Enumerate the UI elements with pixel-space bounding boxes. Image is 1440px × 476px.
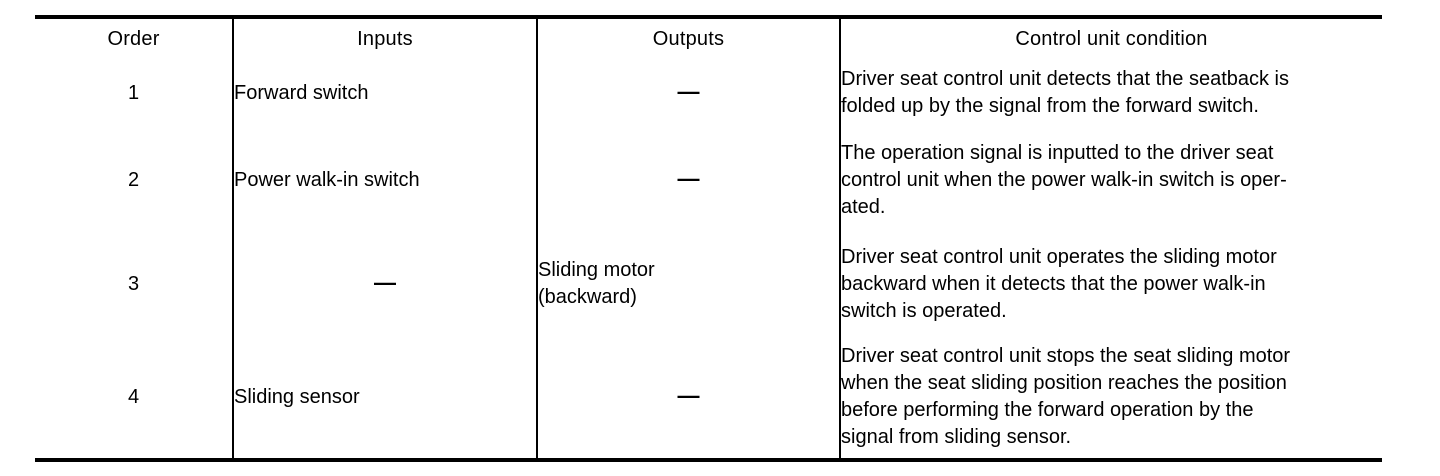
cell-condition-1: Driver seat control unit detects that th… [839, 58, 1382, 128]
cell-inputs-3: — [232, 232, 537, 336]
column-header-condition: Control unit condition [839, 17, 1382, 58]
condition-line: folded up by the signal from the forward… [841, 95, 1259, 117]
cell-order-4: 4 [35, 336, 233, 460]
table-row: 1 Forward switch — Driver seat control u… [35, 58, 1382, 128]
cell-outputs-3: Sliding motor (backward) [536, 232, 840, 336]
table-row: 4 Sliding sensor — Driver seat control u… [35, 336, 1382, 460]
condition-line: Driver seat control unit detects that th… [841, 68, 1289, 90]
output-line: (backward) [538, 286, 637, 308]
condition-line: Driver seat control unit stops the seat … [841, 345, 1291, 367]
column-header-inputs: Inputs [232, 17, 537, 58]
condition-line: ated. [841, 195, 886, 218]
condition-line: control unit when the power walk-in swit… [841, 168, 1287, 191]
cell-outputs-2: — [536, 128, 840, 232]
cell-inputs-4: Sliding sensor [232, 336, 537, 460]
condition-line: The operation signal is inputted to the … [841, 141, 1274, 164]
column-header-outputs: Outputs [536, 17, 840, 58]
table-header-row: Order Inputs Outputs Control unit condit… [35, 17, 1382, 58]
table-body: 1 Forward switch — Driver seat control u… [35, 58, 1382, 460]
condition-line: backward when it detects that the power … [841, 272, 1266, 295]
condition-line: when the seat sliding position reaches t… [841, 372, 1287, 394]
table-row: 3 — Sliding motor (backward) Driver seat… [35, 232, 1382, 336]
cell-inputs-1: Forward switch [232, 58, 537, 128]
cell-order-3: 3 [35, 232, 233, 336]
cell-condition-2: The operation signal is inputted to the … [839, 128, 1382, 232]
em-dash-icon: — [677, 382, 700, 408]
cell-outputs-4: — [536, 336, 840, 460]
cell-order-1: 1 [35, 58, 233, 128]
condition-line: before performing the forward operation … [841, 399, 1254, 421]
table-row: 2 Power walk-in switch — The operation s… [35, 128, 1382, 232]
control-unit-condition-table: Order Inputs Outputs Control unit condit… [35, 15, 1382, 462]
cell-condition-3: Driver seat control unit operates the sl… [839, 232, 1382, 336]
output-line: Sliding motor [538, 259, 655, 281]
condition-line: switch is operated. [841, 299, 1007, 322]
cell-condition-4: Driver seat control unit stops the seat … [839, 336, 1382, 460]
cell-order-2: 2 [35, 128, 233, 232]
cell-outputs-1: — [536, 58, 840, 128]
table-header: Order Inputs Outputs Control unit condit… [35, 17, 1382, 58]
condition-line: Driver seat control unit operates the sl… [841, 245, 1277, 268]
em-dash-icon: — [374, 269, 396, 295]
cell-inputs-2: Power walk-in switch [232, 128, 537, 232]
em-dash-icon: — [677, 78, 700, 104]
em-dash-icon: — [677, 165, 700, 191]
column-header-order: Order [35, 17, 233, 58]
condition-line: signal from sliding sensor. [841, 426, 1072, 448]
